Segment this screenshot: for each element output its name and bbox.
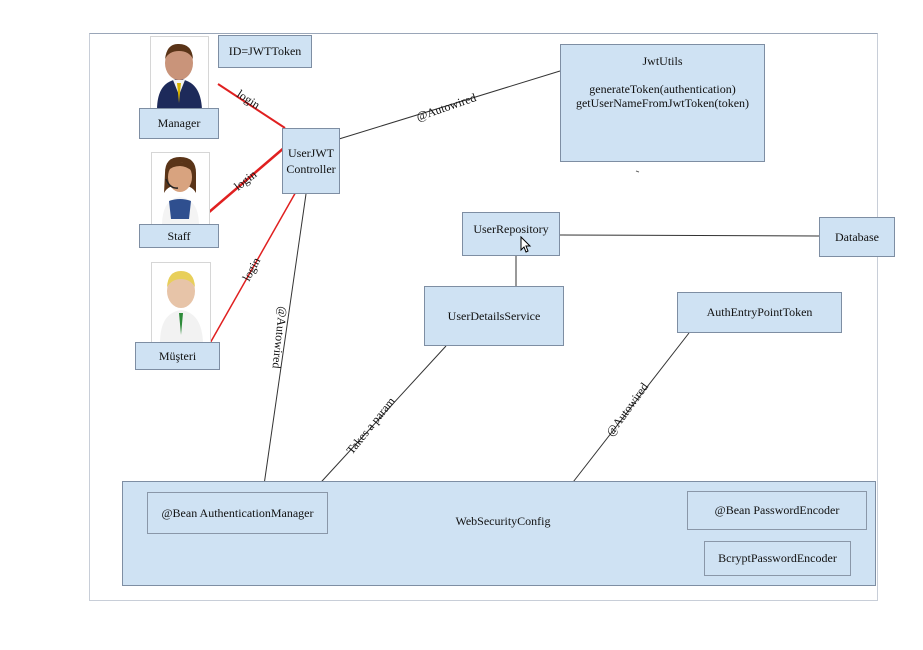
edge-label-login-3: login	[239, 255, 263, 283]
edge-userdetails-authmanager	[311, 345, 447, 493]
auth-entry-point-token[interactable]: AuthEntryPointToken	[677, 292, 842, 333]
actor-label-musteri: Müşteri	[135, 342, 220, 370]
edge-label-autowired-jwt: @Autowired	[414, 90, 478, 124]
diagram-canvas	[89, 33, 878, 601]
edge-label-autowired-authmanager: @Autowired	[269, 306, 289, 369]
customer-icon	[160, 271, 203, 343]
edge-label-autowired-entry: @Autowired	[603, 380, 651, 439]
jwt-utils-title: JwtUtils	[642, 54, 683, 68]
user-jwt-controller[interactable]: UserJWT Controller	[282, 128, 340, 194]
bean-password-encoder[interactable]: @Bean PasswordEncoder	[687, 491, 867, 530]
login-edge-manager	[217, 83, 286, 129]
web-security-config-title: WebSecurityConfig	[455, 513, 551, 528]
user-details-service[interactable]: UserDetailsService	[424, 286, 564, 346]
user-repository[interactable]: UserRepository	[462, 212, 560, 256]
login-edge-staff	[207, 146, 286, 214]
actor-staff[interactable]	[151, 152, 210, 227]
login-edge-musteri	[208, 189, 298, 346]
edge-label-login-1: login	[234, 87, 262, 112]
jwt-utils[interactable]: JwtUtils generateToken(authentication) g…	[560, 44, 765, 162]
edge-entrypoint-websecurity	[569, 332, 690, 487]
jwt-utils-method-generate: generateToken(authentication)	[589, 82, 736, 96]
edge-repository-database	[559, 234, 820, 237]
bean-authentication-manager[interactable]: @Bean AuthenticationManager	[147, 492, 328, 534]
actor-label-manager: Manager	[139, 108, 219, 139]
jwt-utils-method-getusername: getUserNameFromJwtToken(token)	[575, 96, 750, 110]
bcrypt-password-encoder[interactable]: BcryptPasswordEncoder	[704, 541, 851, 576]
id-label: ID=JWTToken	[228, 44, 302, 58]
edge-controller-jwtutils	[338, 70, 561, 140]
actor-musteri[interactable]	[151, 262, 211, 344]
edge-controller-authmanager	[262, 193, 307, 493]
businessman-icon	[157, 43, 202, 110]
staff-headset-icon	[162, 157, 199, 226]
id-label-box: ID=JWTToken	[218, 35, 312, 68]
jwtutils-stray-mark	[635, 170, 640, 173]
mouse-pointer-icon	[520, 236, 532, 253]
actor-manager[interactable]	[150, 36, 209, 111]
actor-label-staff: Staff	[139, 224, 219, 248]
database[interactable]: Database	[819, 217, 895, 257]
edge-label-takes-a-param: Takes a param	[343, 394, 398, 457]
